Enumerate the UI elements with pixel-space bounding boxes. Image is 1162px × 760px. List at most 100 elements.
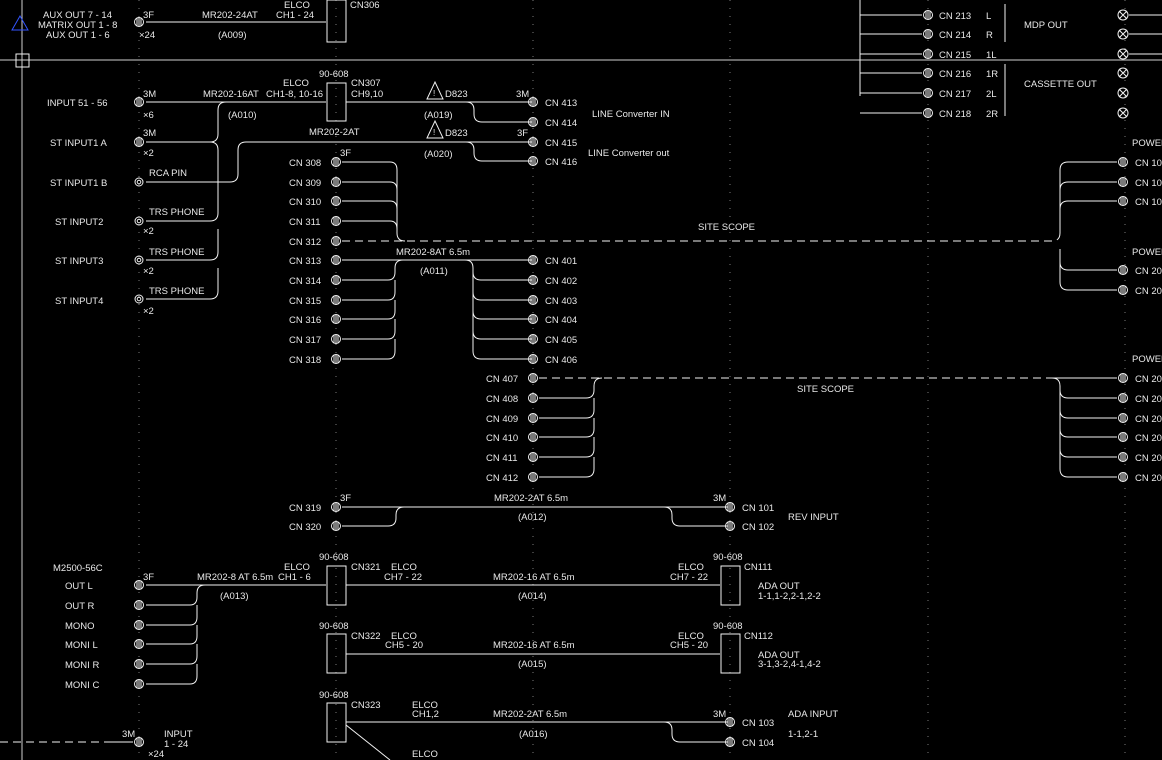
warning-marker-icon [11,14,29,31]
cn-label: CN 405 [545,335,577,346]
cn-label: CN 406 [545,355,577,366]
d823-label: D823 [445,89,468,100]
cn-label: CN 313 [289,256,321,267]
aux-out-block: AUX OUT 7 - 14 MATRIX OUT 1 - 8 AUX OUT … [38,0,380,43]
output-label: MONI R [65,660,99,671]
cable-code: (A019) [424,110,453,121]
ch-label: CH9,10 [351,89,383,100]
ch-label: CH5 - 20 [670,640,708,651]
warning-triangle-icon [426,119,444,139]
connector-box-cn306 [326,0,347,43]
cn323-block: 90-608 CN323 ELCO CH1,2 MR202-2AT 6.5m (… [319,690,838,760]
ch-label: CH5 - 20 [385,640,423,651]
cn407-block: SITE SCOPE [539,377,1052,478]
cn-label: CN 214 [939,30,971,41]
cable-label: MR202-16AT [203,89,259,100]
st-input2-label: ST INPUT2 [55,217,103,228]
cable-label: MR202-8 AT 6.5m [197,572,273,583]
elco-label: ELCO [412,749,438,760]
len-label: 3F [340,148,351,159]
cable-label: MR202-2AT 6.5m [493,709,567,720]
cable-code: (A016) [519,729,548,740]
rev-input-title: REV INPUT [788,512,839,523]
cn-label: CN 318 [289,355,321,366]
ada-out-title: ADA OUT [758,581,800,592]
qty-label: ×2 [143,266,154,277]
output-label: MONI C [65,680,99,691]
part-number: 90-608 [319,621,349,632]
power-label: POWER [1132,138,1162,149]
input-label: INPUT [164,729,193,740]
len-label: 3F [143,572,154,583]
cable-code: (A009) [218,30,247,41]
mdp-cassette-block: MDP OUT CASSETTE OUT [859,0,1097,116]
cn-label: CN 401 [545,256,577,267]
len-label: 3M [713,709,726,720]
output-cross-icon [1118,49,1128,59]
output-label: MONI L [65,640,98,651]
cable-code: (A015) [518,659,547,670]
elco-label: ELCO [284,562,310,573]
rca-pin-label: RCA PIN [149,168,187,179]
cn-label: CN 314 [289,276,321,287]
cable-code: (A013) [220,591,249,602]
cn321-label: CN321 [351,562,381,573]
cn413-label: CN 413 [545,98,577,109]
cn-label: CN 407 [486,374,518,385]
cn322-block: 90-608 CN322 ELCO CH5 - 20 MR202-16 AT 6… [319,621,821,674]
cn-label: CN 20 [1135,266,1162,277]
cn-label: CN 20 [1135,473,1162,484]
cn-label: CN 20 [1135,453,1162,464]
st-input3-label: ST INPUT3 [55,256,103,267]
len-label: 3M [122,729,135,740]
phone-jack-icon [134,216,144,226]
input-51-56-label: INPUT 51 - 56 [47,98,108,109]
cable-code: (A010) [228,110,257,121]
part-number: 90-608 [713,552,743,563]
qty-label: ×2 [143,148,154,159]
cn111-label: CN111 [744,562,772,573]
input-range: 1 - 24 [164,739,188,750]
cable-label: MR202-2AT [309,127,360,138]
warning-triangle-mark: ! [433,89,435,98]
cn308-block: 3F MR202-8AT 6.5m (A011) SITE SCOPE [340,148,1061,360]
ch-label: CH7 - 22 [670,572,708,583]
elco-label: ELCO [412,700,438,711]
cable-label: MR202-16 AT 6.5m [493,640,575,651]
output-terminal-icon [1117,48,1129,60]
cable-label: MR202-2AT 6.5m [494,493,568,504]
trs-phone-label: TRS PHONE [149,247,204,258]
cn-label: CN 411 [486,453,518,464]
len-label: 3M [516,89,529,100]
len-label: 3F [517,128,528,139]
site-scope-label: SITE SCOPE [797,384,854,395]
cn-label: CN 412 [486,473,518,484]
st-input1-a-label: ST INPUT1 A [50,138,108,149]
output-label: MONO [65,621,95,632]
cn-label: CN 316 [289,315,321,326]
cn-label: CN 409 [486,414,518,425]
output-cross-icon [1118,68,1128,78]
bottom-input-block: 3M INPUT 1 - 24 ×24 [0,729,193,760]
part-number: 90-608 [319,690,349,701]
output-terminal-icon [1117,28,1129,40]
output-terminal-icon [1117,9,1129,21]
elco-label: ELCO [678,631,704,642]
cn-label: CN 20 [1135,374,1162,385]
phone-jack-center-icon [136,296,142,302]
channel-tag: 1L [986,50,997,61]
ch-label: CH1-8, 10-16 [266,89,323,100]
cn-label: CN 311 [289,217,321,228]
channel-tag: 2L [986,89,997,100]
power-label: POWER [1132,354,1162,365]
ada-out-title: ADA OUT [758,650,800,661]
len-label: 3M [143,128,156,139]
len-label: 3M [713,493,726,504]
cn-label: CN 10 [1135,158,1162,169]
connector-box-cn111 [720,565,741,606]
cable-code: (A012) [518,512,547,523]
qty-label: ×24 [148,749,164,760]
ada-out-channels: 1-1,1-2,2-1,2-2 [758,591,821,602]
qty-label: ×2 [143,306,154,317]
